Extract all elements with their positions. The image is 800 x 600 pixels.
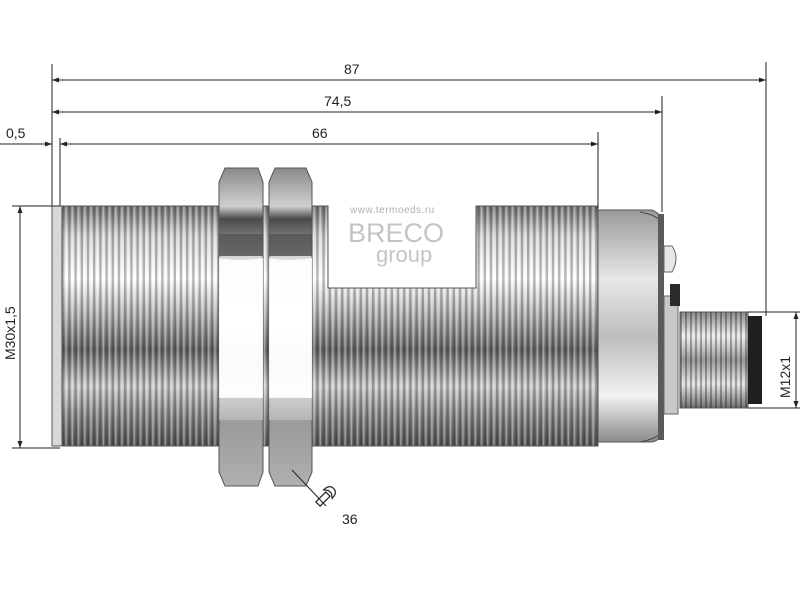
connector-neck xyxy=(663,284,680,415)
dim-offset: 0,5 xyxy=(6,125,26,141)
watermark: www.termoeds.ru BRECO group xyxy=(348,205,444,267)
threaded-body xyxy=(51,205,599,447)
rear-housing xyxy=(597,209,664,443)
dim-thread-length: 66 xyxy=(312,125,328,141)
dimension-lines xyxy=(0,62,800,507)
hex-nut-left xyxy=(218,167,264,487)
dim-overall-length: 87 xyxy=(344,61,360,77)
watermark-url: www.termoeds.ru xyxy=(349,205,435,216)
dim-connector-thread: M12x1 xyxy=(777,356,793,398)
dim-main-thread: M30x1,5 xyxy=(2,306,18,360)
led-indicator xyxy=(663,245,677,273)
hex-nut-right xyxy=(268,167,313,487)
m12-connector xyxy=(679,311,762,409)
watermark-brand: BRECO xyxy=(348,218,444,248)
wrench-size: 36 xyxy=(342,511,358,527)
dim-body-length: 74,5 xyxy=(324,93,351,109)
wrench-icon xyxy=(315,486,336,507)
watermark-group: group xyxy=(376,242,432,267)
